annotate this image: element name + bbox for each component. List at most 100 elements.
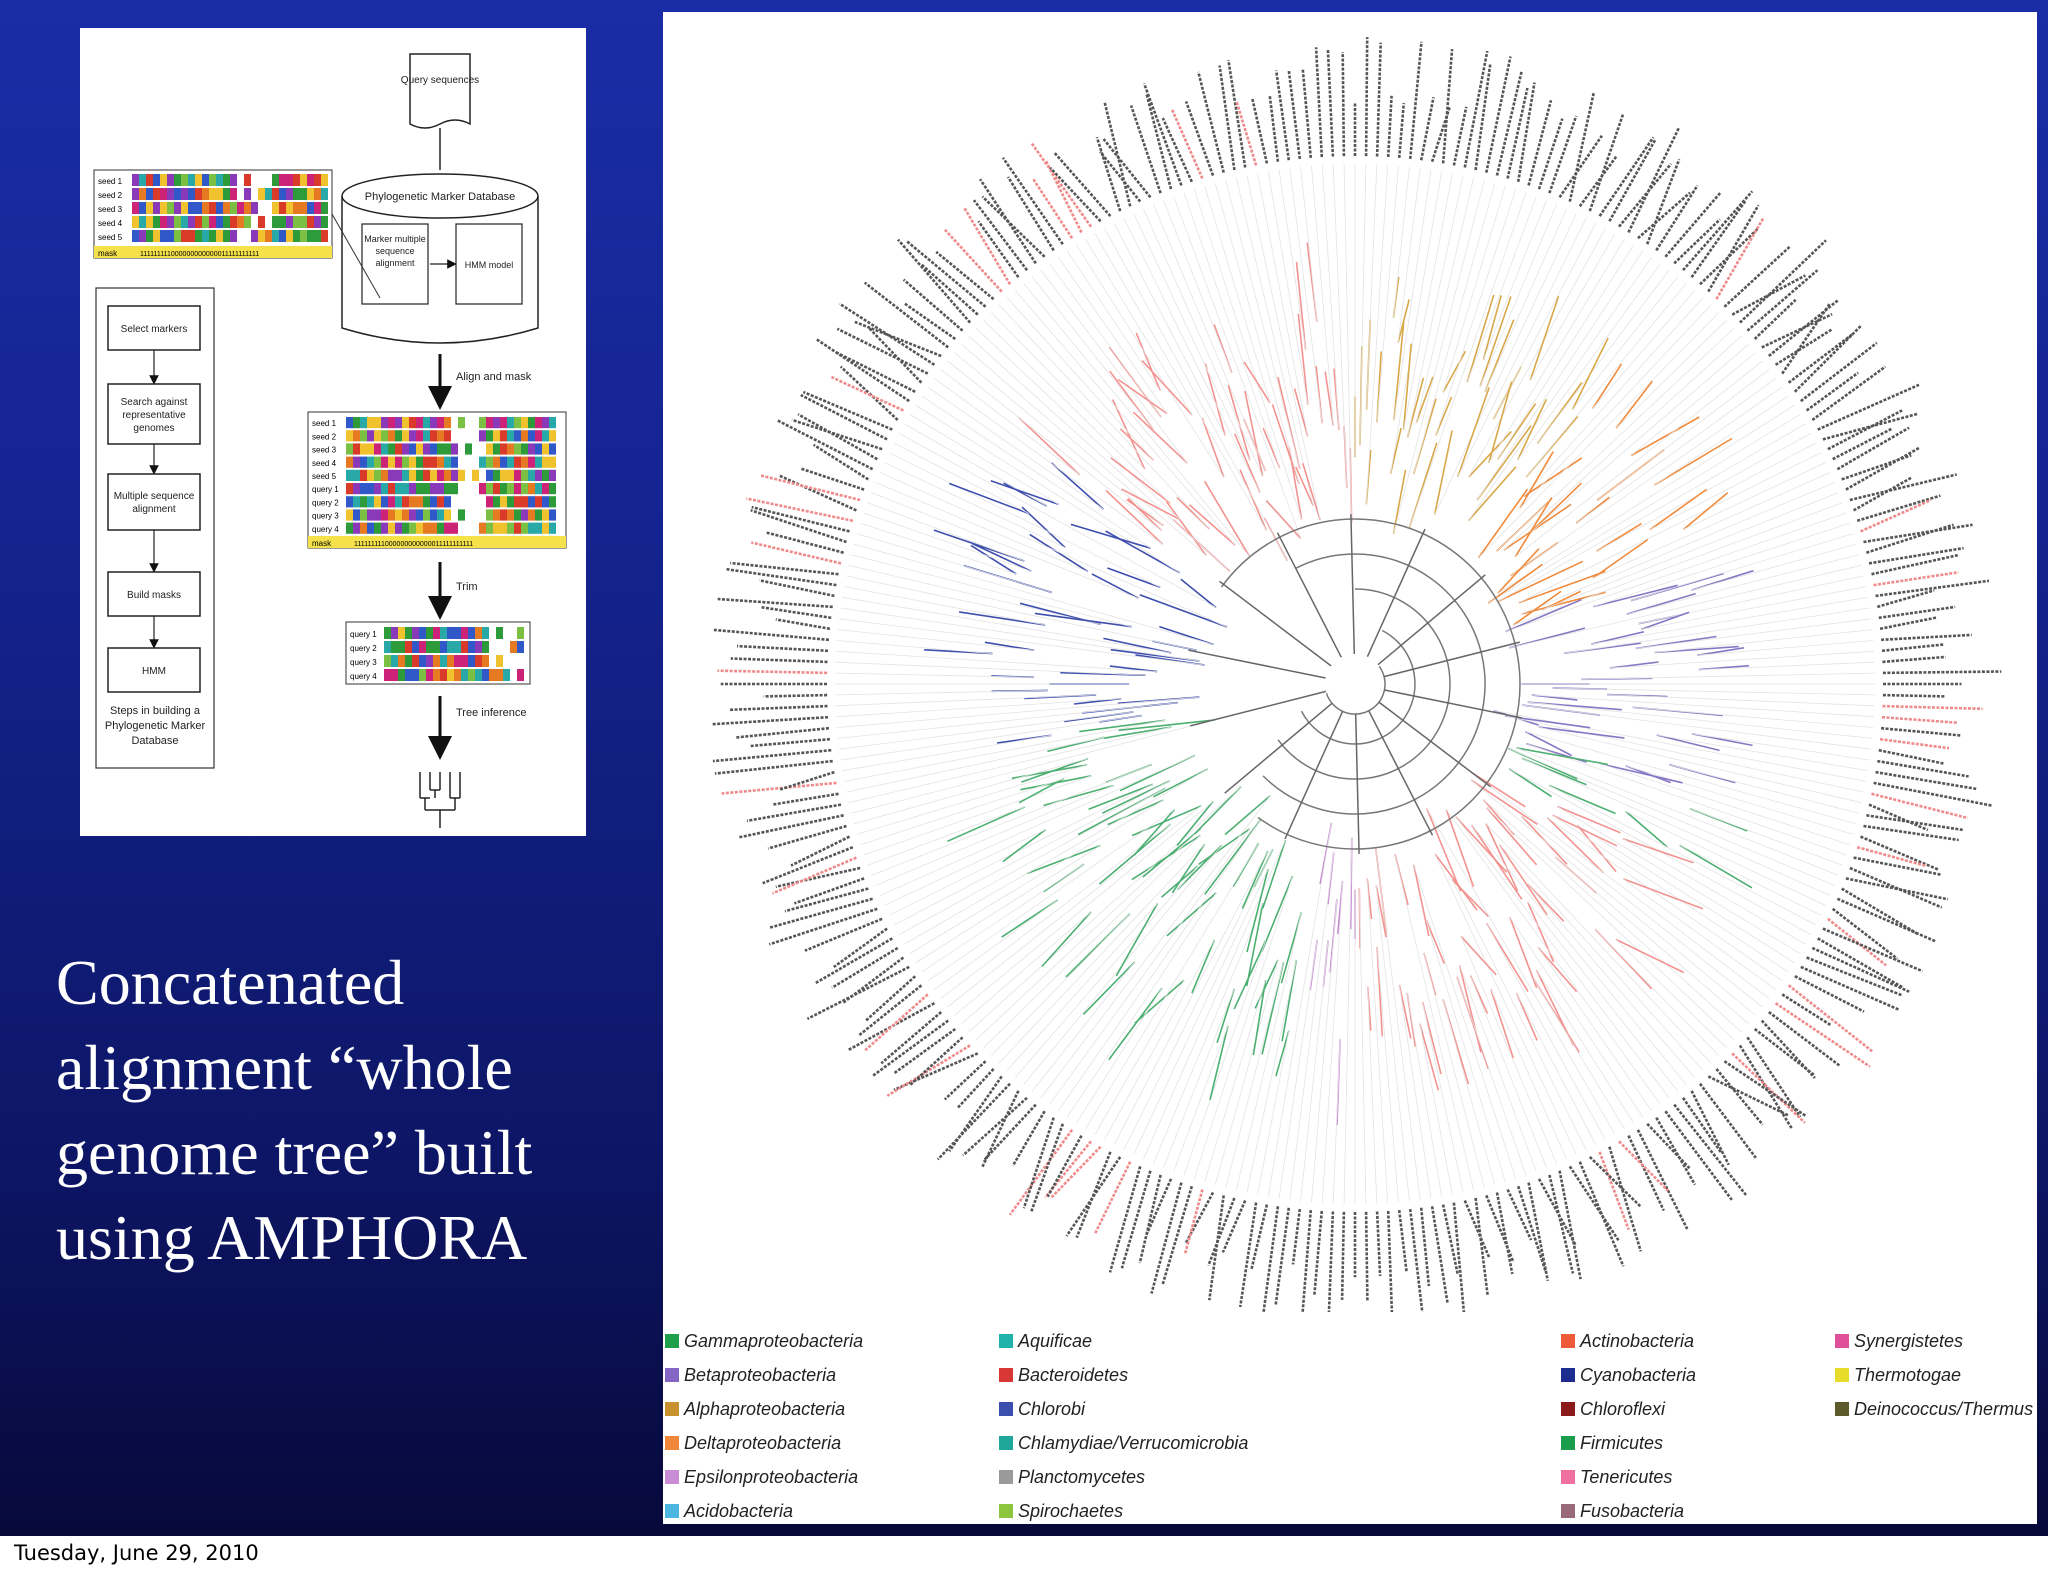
legend-swatch [1835, 1334, 1849, 1348]
tree-leaf-line [998, 304, 1210, 530]
tree-branch [1455, 816, 1508, 873]
tree-leaf-line [1394, 854, 1475, 1191]
query-residue-cell [542, 509, 549, 521]
tree-branch [1426, 808, 1462, 892]
leaf-label-mark [1463, 50, 1489, 168]
circular-tree-graphic [712, 37, 2002, 1312]
leaf-label-mark [1774, 1002, 1871, 1068]
tree-branch [1117, 378, 1168, 415]
legend-label: Epsilonproteobacteria [684, 1466, 859, 1487]
tree-branch [1488, 381, 1513, 464]
seed-residue-cell [300, 216, 307, 228]
query-residue-cell [388, 509, 395, 521]
tree-leaf-line [835, 694, 1097, 707]
tree-branch [1171, 843, 1206, 894]
tree-branch [1107, 799, 1164, 826]
seed-residue-cell [202, 174, 209, 186]
query-residue-cell [388, 443, 395, 455]
trim-residue-cell [433, 627, 440, 639]
seed-residue-cell [265, 216, 272, 228]
tree-branch [1487, 563, 1543, 604]
leaf-label-mark [1873, 781, 1993, 807]
query-residue-cell [465, 483, 472, 495]
query-residue-cell [444, 430, 451, 442]
tree-spoke [1284, 710, 1344, 840]
tree-branch [1425, 920, 1446, 964]
trim-residue-cell [426, 627, 433, 639]
trim-residue-cell [454, 641, 461, 653]
caption-line-1: Concatenated [56, 947, 405, 1018]
seed-residue-cell [293, 216, 300, 228]
tree-leaf-line [1592, 472, 1831, 579]
seed-residue-cell [181, 216, 188, 228]
seed-residue-cell [146, 202, 153, 214]
leaf-label-mark [1849, 473, 1958, 502]
query-residue-cell [479, 443, 486, 455]
query-residue-cell [465, 456, 472, 468]
tree-leaf-line [1193, 189, 1302, 520]
tree-leaf-line [1635, 618, 1871, 649]
query-residue-cell [367, 443, 374, 455]
trim-residue-cell [503, 641, 510, 653]
trim-row-label: query 2 [350, 644, 377, 653]
tree-branch [1246, 902, 1264, 987]
tree-leaf-line [1085, 238, 1193, 416]
tree-leaf-line [875, 785, 1114, 886]
leaf-label-mark [778, 474, 857, 512]
tree-leaf-line [921, 395, 1151, 549]
query-residue-cell [381, 456, 388, 468]
tree-leaf-line [1343, 837, 1353, 1204]
query-residue-cell [500, 469, 507, 481]
seed-residue-cell [230, 230, 237, 242]
legend-swatch [1835, 1402, 1849, 1416]
tree-branch [1026, 844, 1101, 875]
leaf-label-mark [1506, 1188, 1533, 1241]
leaf-label-mark [1746, 269, 1819, 332]
leaf-label-mark [1408, 1208, 1424, 1312]
trim-residue-cell [405, 669, 412, 681]
leaf-label-mark [838, 302, 936, 366]
query-residue-cell [549, 509, 556, 521]
tree-leaf-line [1006, 297, 1154, 461]
seed-residue-cell [279, 188, 286, 200]
query-residue-cell [535, 522, 542, 534]
query-residue-cell [423, 417, 430, 429]
leaf-label-mark [776, 418, 874, 471]
seed-residue-cell [272, 202, 279, 214]
trim-residue-cell [440, 655, 447, 667]
tree-leaf-line [1133, 868, 1269, 1155]
leaf-label-mark [1386, 1210, 1394, 1312]
leaf-label-mark [1314, 47, 1324, 158]
tree-leaf-line [1496, 327, 1735, 552]
query-residue-cell [514, 522, 521, 534]
seed-residue-cell [174, 188, 181, 200]
slide-caption: Concatenated alignment “whole genome tre… [56, 940, 616, 1280]
tree-leaf-line [1104, 939, 1215, 1140]
tree-leaf-line [1488, 238, 1625, 464]
query-residue-cell [521, 509, 528, 521]
legend-label: Cyanobacteria [1580, 1364, 1697, 1385]
tree-leaf-line [1609, 650, 1875, 669]
leaf-label-mark [791, 418, 883, 451]
tree-leaf-line [1289, 168, 1323, 424]
seed-mask-value: 111111111000000000000011111111111 [140, 251, 259, 258]
tree-leaf-line [990, 913, 1131, 1056]
tree-branch [1244, 390, 1264, 477]
tree-leaf-line [1393, 180, 1485, 535]
leaf-label-mark [1876, 589, 1935, 609]
trim-residue-cell [384, 641, 391, 653]
seed-residue-cell [160, 216, 167, 228]
seed-residue-cell [202, 230, 209, 242]
leaf-label-mark [1878, 605, 1956, 620]
leaf-label-mark [1882, 693, 1946, 698]
seed-residue-cell [160, 174, 167, 186]
leaf-label-mark [847, 1002, 936, 1052]
tree-branch [1216, 988, 1236, 1043]
seed-residue-cell [202, 216, 209, 228]
legend-item: Acidobacteria [665, 1498, 793, 1524]
seed-residue-cell [209, 202, 216, 214]
tree-leaf-line [854, 758, 1089, 825]
tree-branch [933, 529, 1025, 562]
trim-residue-cell [496, 655, 503, 667]
tree-branch [1280, 912, 1303, 984]
